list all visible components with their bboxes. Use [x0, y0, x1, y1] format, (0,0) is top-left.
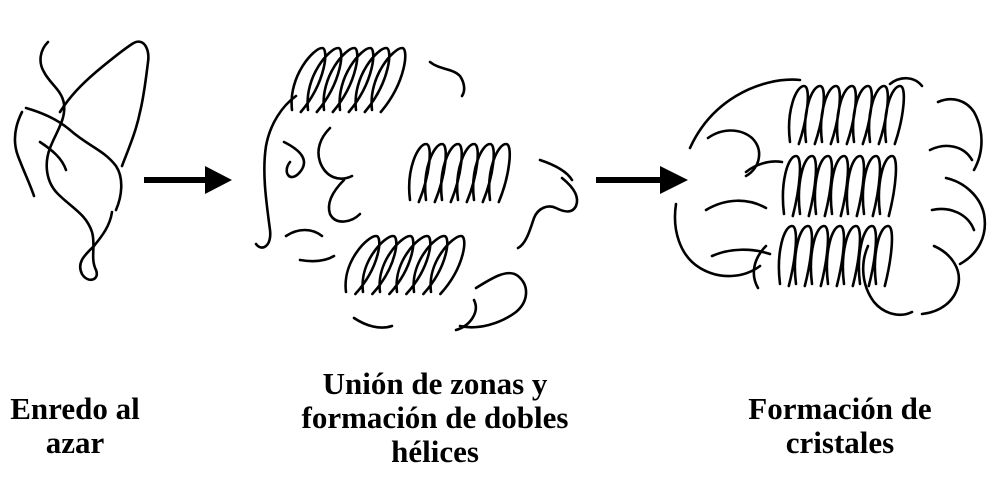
- stage-3-label-line-2: cristales: [690, 426, 990, 460]
- arrow-1: [144, 166, 232, 194]
- random-coil-illustration: [15, 42, 148, 280]
- helix-top-coil: [292, 48, 406, 112]
- crystal-row-2-coil: [783, 156, 896, 216]
- stage-2-label-line-3: hélices: [255, 435, 615, 469]
- stage-1-label: Enredo al azar: [0, 392, 150, 460]
- stage-1-label-line-2: azar: [0, 426, 150, 460]
- stage-3-label-line-1: Formación de: [690, 392, 990, 426]
- helix-bottom-coil: [346, 236, 465, 294]
- stage-2-label-line-2: formación de dobles: [255, 401, 615, 435]
- helix-middle-coil: [409, 144, 510, 202]
- stage-2-label: Unión de zonas y formación de dobles hél…: [255, 367, 615, 469]
- stage-2-label-line-1: Unión de zonas y: [255, 367, 615, 401]
- stage-3-label: Formación de cristales: [690, 392, 990, 460]
- arrow-2: [596, 166, 688, 194]
- double-helix-junctions-illustration: [256, 48, 577, 330]
- crystal-row-3-coil: [779, 226, 892, 286]
- crystal-row-1-coil: [789, 86, 904, 144]
- stage-1-label-line-1: Enredo al: [0, 392, 150, 426]
- crystal-formation-illustration: [675, 78, 985, 315]
